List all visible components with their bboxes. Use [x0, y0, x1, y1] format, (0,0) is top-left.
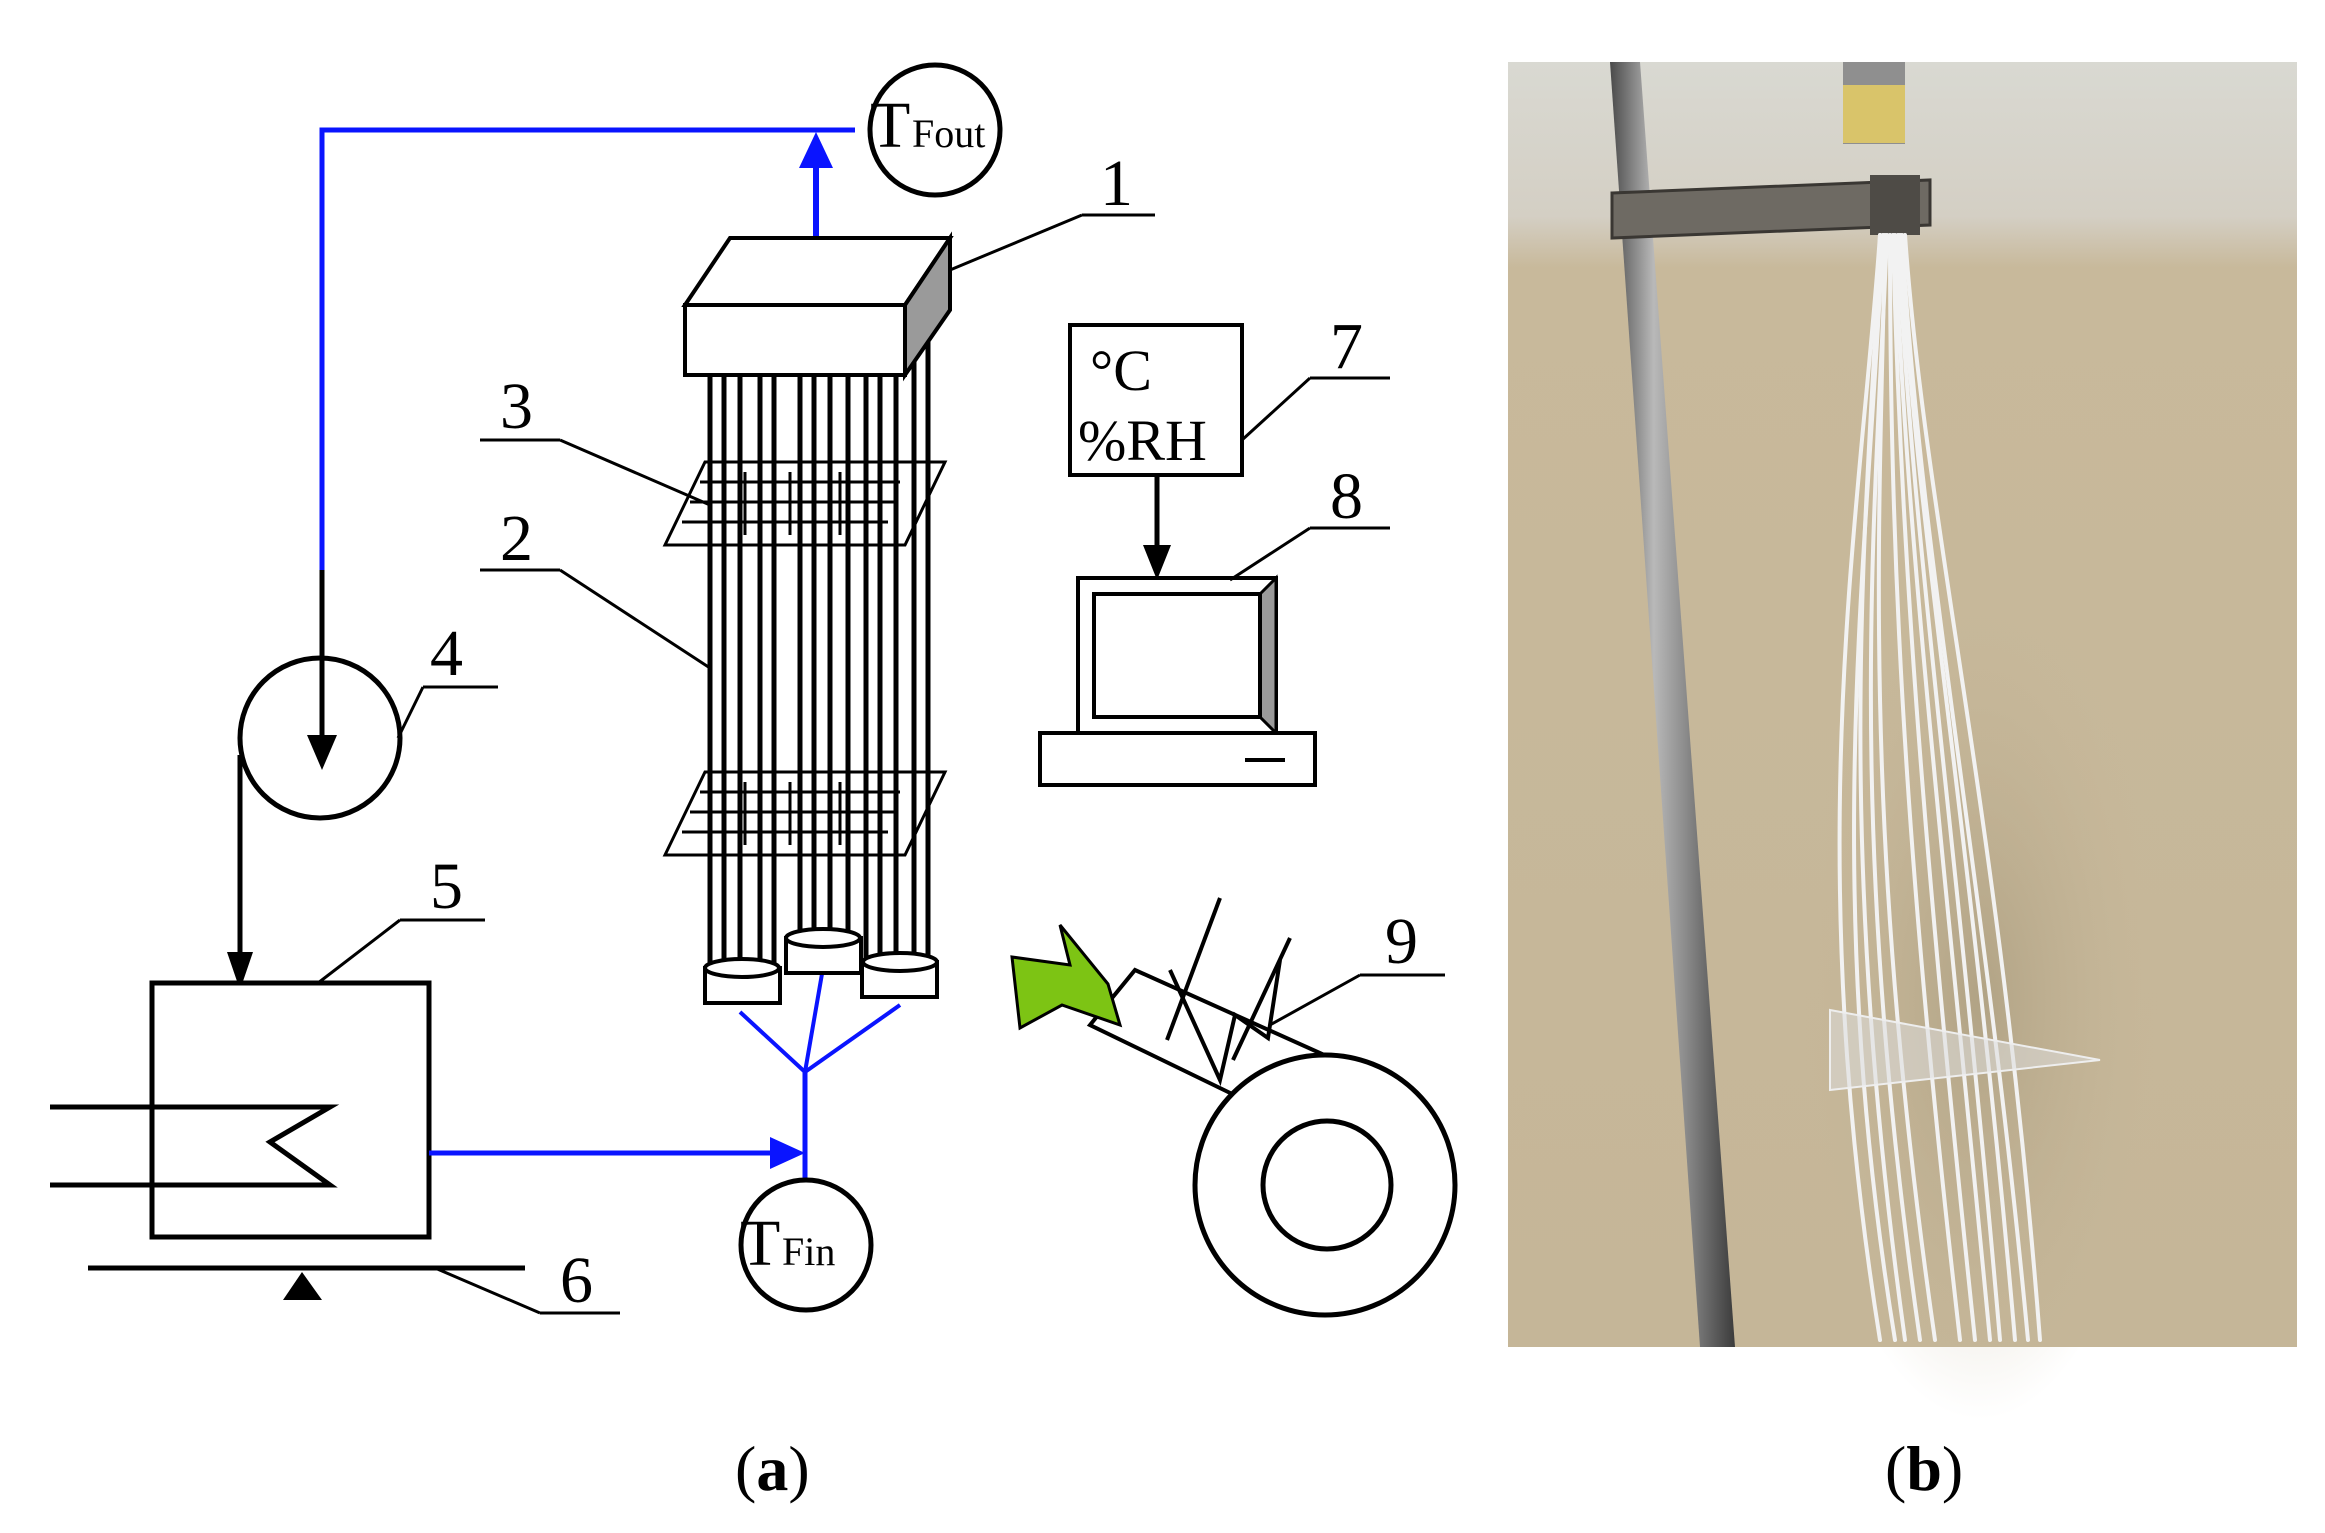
spacer-grid-upper — [662, 460, 948, 547]
tfout-main: T — [870, 89, 910, 162]
caption-b-open: ( — [1885, 1433, 1906, 1504]
label-7: 7 — [1330, 310, 1363, 383]
photo-fiber-bundle — [1837, 233, 2042, 1342]
photo-clamp-block — [1870, 175, 1920, 235]
split-line-mid — [803, 967, 825, 1073]
label-2: 2 — [500, 502, 533, 575]
water-return-line — [319, 127, 855, 570]
airflow-arrow — [1010, 924, 1123, 1031]
label-1: 1 — [1100, 147, 1133, 220]
scale-support — [283, 1272, 322, 1300]
data-logger — [1068, 323, 1244, 477]
header-front — [683, 303, 907, 377]
heater-tank — [149, 980, 432, 1240]
photo-clamp — [1610, 178, 1932, 240]
spacer-grid-lower — [662, 770, 948, 857]
caption-b: (b) — [1885, 1433, 1963, 1504]
split-line-right — [803, 1003, 902, 1074]
logger-celsius: °C — [1090, 338, 1152, 403]
photo-pipe-tape — [1843, 85, 1905, 143]
heater-inlet-arrow — [227, 952, 253, 990]
inlet-manifold-middle — [784, 927, 863, 975]
schematic-panel: T Fin T Fout — [50, 62, 1458, 1318]
caption-a-open: ( — [735, 1433, 756, 1504]
logger-rh: %RH — [1078, 408, 1207, 473]
tfin-sensor — [738, 1177, 874, 1313]
tfout-sub: Fout — [912, 111, 985, 156]
photo-panel — [1508, 62, 2297, 1420]
tfout-sensor — [867, 62, 1003, 198]
inlet-manifold-right — [860, 951, 939, 999]
label-3: 3 — [500, 370, 533, 443]
caption-b-close: ) — [1942, 1433, 1963, 1504]
computer — [1038, 574, 1317, 787]
caption-a-letter: a — [756, 1433, 788, 1504]
caption-b-letter: b — [1906, 1433, 1942, 1504]
logger-to-pc-arrow — [1143, 545, 1171, 580]
header-outlet-arrow — [799, 132, 833, 168]
split-line-left — [738, 1010, 807, 1074]
caption-a: (a) — [735, 1433, 810, 1504]
pump-arrow-head — [307, 735, 337, 770]
inlet-manifold-left — [703, 957, 782, 1005]
photo-stand-pole — [1610, 62, 1735, 1347]
caption-a-close: ) — [788, 1433, 809, 1504]
heater-coil — [50, 1104, 340, 1188]
label-5: 5 — [430, 850, 463, 923]
water-supply-arrow — [770, 1137, 805, 1169]
label-8: 8 — [1330, 460, 1363, 533]
photo-spacer-mesh — [1829, 1008, 2101, 1092]
label-9: 9 — [1385, 905, 1418, 978]
leader-lines — [317, 213, 1445, 1315]
tfin-sub: Fin — [782, 1229, 835, 1274]
label-6: 6 — [560, 1244, 593, 1317]
label-4: 4 — [430, 617, 463, 690]
tube-bundle — [707, 330, 931, 965]
tfin-main: T — [740, 1207, 780, 1280]
